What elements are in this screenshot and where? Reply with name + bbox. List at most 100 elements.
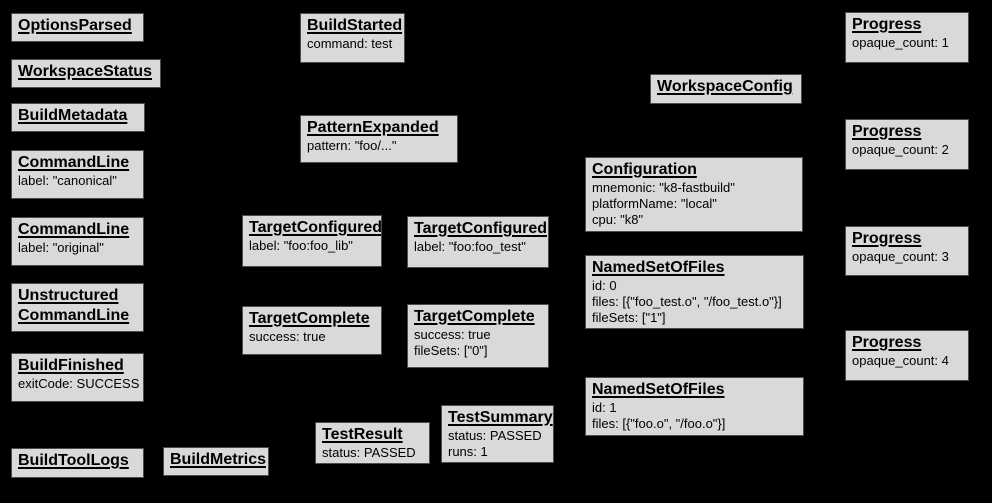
event-field: label: "foo:foo_lib" [249, 238, 353, 253]
event-box-build-started: BuildStarted command: test [300, 13, 405, 63]
event-field: label: "original" [18, 240, 104, 255]
event-field: pattern: "foo/..." [307, 138, 397, 153]
event-title-line: NamedSetOfFiles [592, 381, 725, 398]
event-field: label: "foo:foo_test" [414, 239, 526, 254]
event-title: Progress [852, 229, 962, 249]
event-title: Progress [852, 122, 962, 142]
event-field: cpu: "k8" [592, 212, 644, 227]
event-title: BuildMetadata [18, 106, 138, 126]
event-field: fileSets: ["0"] [414, 343, 488, 358]
event-box-command-line-original: CommandLine label: "original" [11, 217, 144, 266]
event-title-line: WorkspaceStatus [18, 63, 152, 80]
event-title: NamedSetOfFiles [592, 380, 797, 400]
event-field: status: PASSED [448, 428, 542, 443]
event-title-line: TestResult [322, 426, 403, 443]
event-field: mnemonic: "k8-fastbuild" [592, 180, 735, 195]
event-title: WorkspaceConfig [657, 77, 795, 97]
event-box-pattern-expanded: PatternExpanded pattern: "foo/..." [300, 115, 458, 163]
event-title: WorkspaceStatus [18, 62, 154, 82]
event-title: CommandLine [18, 220, 137, 240]
event-title-line: Progress [852, 334, 922, 351]
event-title: TargetConfigured [414, 219, 548, 239]
event-title-line: Configuration [592, 161, 697, 178]
event-title-line: Unstructured [18, 287, 119, 304]
event-field: success: true [249, 329, 326, 344]
event-title-line: TestSummary [448, 409, 553, 426]
event-box-target-complete-foo-lib: TargetComplete success: true [242, 306, 382, 355]
event-title: BuildToolLogs [18, 451, 137, 471]
event-box-workspace-status: WorkspaceStatus [11, 59, 161, 88]
event-box-target-configured-foo-lib: TargetConfigured label: "foo:foo_lib" [242, 215, 382, 267]
event-box-progress-4: Progress opaque_count: 4 [845, 330, 969, 381]
event-box-build-tool-logs: BuildToolLogs [11, 448, 144, 478]
event-title-line: Progress [852, 16, 922, 33]
event-title: OptionsParsed [18, 16, 137, 36]
event-title: BuildFinished [18, 356, 137, 376]
event-title-line: CommandLine [18, 221, 130, 238]
event-title-line: WorkspaceConfig [657, 78, 793, 95]
event-field: fileSets: ["1"] [592, 310, 666, 325]
event-field: id: 0 [592, 278, 617, 293]
event-box-test-result: TestResult status: PASSED [315, 422, 430, 464]
event-title-line: CommandLine [18, 154, 130, 171]
event-title-line: TargetComplete [249, 310, 370, 327]
event-box-progress-1: Progress opaque_count: 1 [845, 12, 969, 63]
event-title: Progress [852, 15, 962, 35]
event-field: files: [{"foo_test.o", "/foo_test.o"}] [592, 294, 782, 309]
event-title-line: NamedSetOfFiles [592, 259, 725, 276]
event-field: runs: 1 [448, 444, 488, 459]
event-field: platformName: "local" [592, 196, 717, 211]
event-field: status: PASSED [322, 445, 416, 460]
event-title-line: TargetComplete [414, 308, 535, 325]
event-title-line: TargetConfigured [249, 219, 382, 236]
event-field: opaque_count: 4 [852, 353, 949, 368]
event-title-line: BuildToolLogs [18, 452, 129, 469]
event-field: files: [{"foo.o", "/foo.o"}] [592, 416, 726, 431]
event-box-progress-3: Progress opaque_count: 3 [845, 226, 969, 276]
event-box-build-metadata: BuildMetadata [11, 103, 145, 132]
event-box-command-line-canonical: CommandLine label: "canonical" [11, 150, 144, 199]
event-title: PatternExpanded [307, 118, 451, 138]
event-title-line: BuildStarted [307, 17, 403, 34]
event-field: exitCode: SUCCESS [18, 376, 140, 391]
event-title: Progress [852, 333, 962, 353]
event-title: TestResult [322, 425, 423, 445]
event-title: CommandLine [18, 153, 137, 173]
event-box-target-configured-foo-test: TargetConfigured label: "foo:foo_test" [407, 216, 549, 268]
event-title: NamedSetOfFiles [592, 258, 797, 278]
event-field: label: "canonical" [18, 173, 117, 188]
event-field: opaque_count: 1 [852, 35, 949, 50]
event-title-line: OptionsParsed [18, 17, 132, 34]
event-title: TargetComplete [414, 307, 542, 327]
event-field: opaque_count: 3 [852, 249, 949, 264]
event-title: BuildMetrics [170, 450, 267, 470]
event-title-line: TargetConfigured [414, 220, 548, 237]
event-field: command: test [307, 36, 393, 51]
event-field: success: true [414, 327, 491, 342]
event-title-line: CommandLine [18, 307, 130, 324]
event-title: TargetConfigured [249, 218, 382, 238]
event-box-progress-2: Progress opaque_count: 2 [845, 119, 969, 170]
event-title-line: PatternExpanded [307, 119, 439, 136]
event-title: Configuration [592, 160, 796, 180]
event-title: TargetComplete [249, 309, 375, 329]
event-field: opaque_count: 2 [852, 142, 949, 157]
event-title-line: Progress [852, 123, 922, 140]
event-box-workspace-config: WorkspaceConfig [650, 74, 802, 104]
event-title-line: Progress [852, 230, 922, 247]
event-title: BuildStarted [307, 16, 403, 36]
event-title-line: BuildMetadata [18, 107, 128, 124]
event-title-line: BuildMetrics [170, 451, 267, 468]
event-box-configuration: Configuration mnemonic: "k8-fastbuild"pla… [585, 157, 803, 232]
event-box-options-parsed: OptionsParsed [11, 13, 144, 42]
event-title: TestSummary [448, 408, 553, 428]
event-box-build-metrics: BuildMetrics [163, 447, 269, 476]
